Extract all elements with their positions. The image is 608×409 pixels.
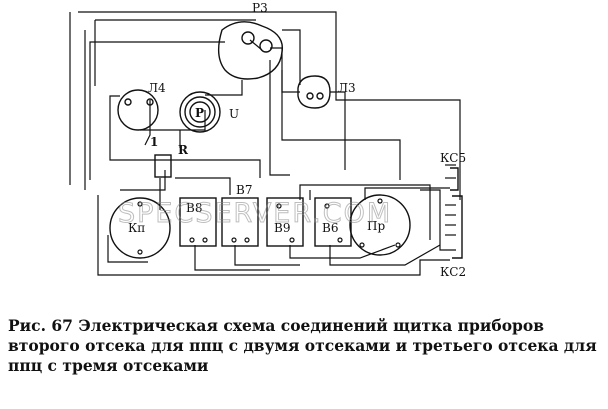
gauge-p-symbol: P bbox=[195, 106, 204, 120]
label-l4: Л4 bbox=[148, 81, 166, 95]
label-b8: В8 bbox=[186, 201, 202, 215]
figure-caption: Рис. 67 Электрическая схема соединений щ… bbox=[8, 316, 597, 375]
label-p3: Р3 bbox=[252, 1, 268, 15]
resistor-r: R bbox=[154, 143, 189, 178]
gauge-pr: Пр bbox=[349, 194, 411, 256]
gauge-u: P U bbox=[179, 91, 239, 133]
label-pr: Пр bbox=[367, 219, 385, 233]
label-r: R bbox=[178, 143, 189, 157]
connector-ks5: КС5 bbox=[440, 151, 466, 191]
wiring-diagram: Р3 Л4 P U Л3 R 1 КС5 КС2 bbox=[69, 1, 466, 279]
label-b7: В7 bbox=[236, 183, 252, 197]
switch-b8: В8 bbox=[179, 197, 217, 247]
switch-b7: В7 bbox=[221, 183, 259, 247]
connector-ks2: КС2 bbox=[440, 195, 466, 279]
label-b6: В6 bbox=[322, 221, 338, 235]
label-kp: Кп bbox=[128, 221, 145, 235]
label-node-1: 1 bbox=[150, 135, 158, 149]
lamp-l4: Л4 bbox=[117, 81, 166, 131]
switch-b6: В6 bbox=[314, 197, 352, 247]
label-ks5: КС5 bbox=[440, 151, 466, 165]
lamp-l3: Л3 bbox=[297, 75, 356, 109]
relay-p3: Р3 bbox=[217, 1, 284, 80]
switch-b9: В9 bbox=[266, 197, 304, 247]
label-u: U bbox=[229, 107, 239, 121]
label-ks2: КС2 bbox=[440, 265, 466, 279]
gauge-kp: Кп bbox=[109, 197, 171, 259]
watermark: SPECSERVER.COM bbox=[118, 198, 392, 229]
label-l3: Л3 bbox=[338, 81, 356, 95]
label-b9: В9 bbox=[274, 221, 290, 235]
wire-harness bbox=[69, 11, 461, 276]
